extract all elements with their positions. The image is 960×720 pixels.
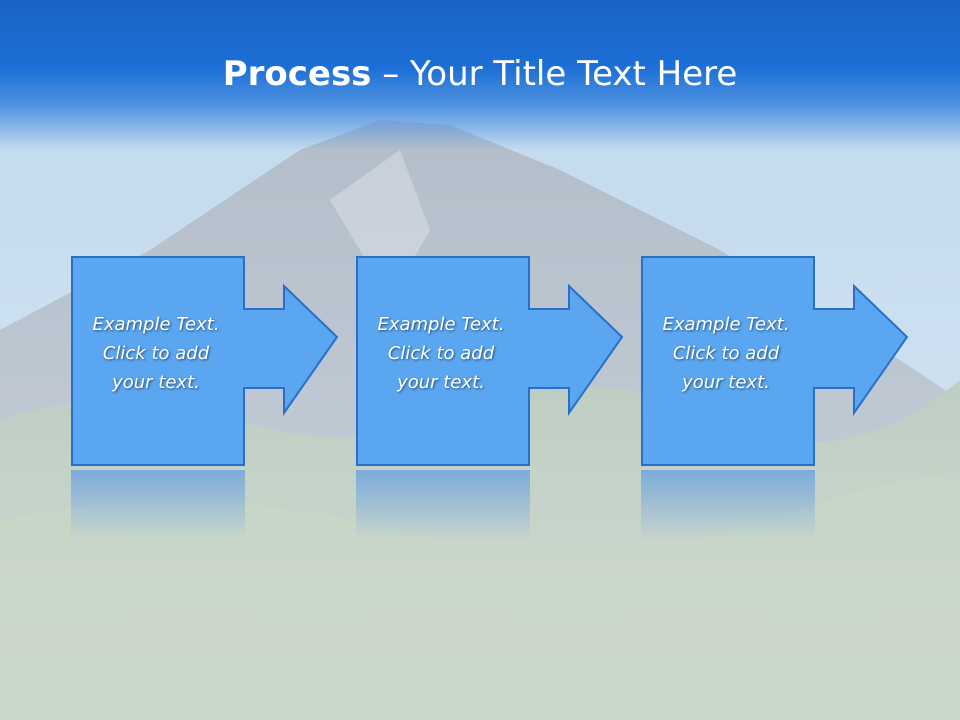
step-reflection (356, 470, 530, 540)
process-step-1[interactable]: Example Text. Click to add your text. (71, 256, 341, 468)
step-text-line-3: your text. (112, 372, 200, 393)
step-text: Example Text. Click to add your text. (356, 310, 526, 397)
title-rest-text: – Your Title Text Here (371, 54, 738, 94)
step-text: Example Text. Click to add your text. (71, 310, 241, 397)
process-step-3[interactable]: Example Text. Click to add your text. (641, 256, 911, 468)
step-arrow-shape (356, 256, 624, 466)
step-text-line-2: Click to add (387, 343, 495, 364)
step-text-line-1: Example Text. (92, 314, 220, 335)
step-text-line-3: your text. (682, 372, 770, 393)
step-arrow-shape (641, 256, 909, 466)
step-reflection (641, 470, 815, 540)
process-step-2[interactable]: Example Text. Click to add your text. (356, 256, 626, 468)
step-reflection (71, 470, 245, 540)
step-text-line-3: your text. (397, 372, 485, 393)
slide-title[interactable]: Process – Your Title Text Here (0, 52, 960, 96)
step-text-line-2: Click to add (102, 343, 210, 364)
title-band (0, 0, 960, 150)
step-text: Example Text. Click to add your text. (641, 310, 811, 397)
title-bold-text: Process (222, 54, 372, 94)
step-text-line-1: Example Text. (662, 314, 790, 335)
step-arrow-shape (71, 256, 339, 466)
step-text-line-2: Click to add (672, 343, 780, 364)
step-text-line-1: Example Text. (377, 314, 505, 335)
